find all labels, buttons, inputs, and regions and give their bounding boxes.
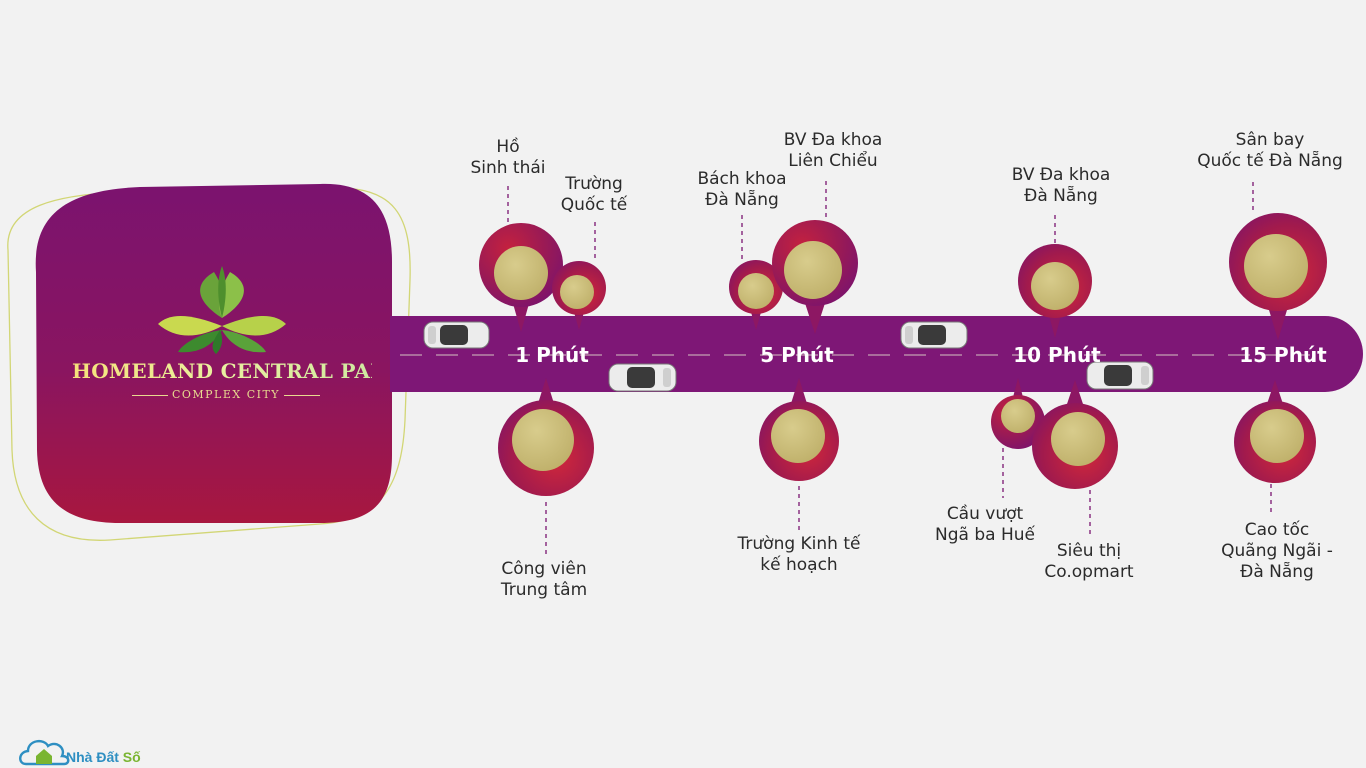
timeline-10-minutes: 10 Phút (1013, 343, 1101, 367)
pin-cong-vien (498, 378, 594, 496)
label-truong-kinh-te: Trường Kinh tế kế hoạch (737, 534, 861, 575)
house-cloud-icon (19, 739, 70, 766)
pin-bv-da-nang (1018, 244, 1092, 338)
brand-card (7, 183, 411, 541)
pin-san-bay (1229, 213, 1327, 340)
label-san-bay: Sân bay Quốc tế Đà Nẵng (1197, 130, 1343, 171)
car-icon (423, 321, 490, 349)
label-bv-da-nang: BV Đa khoa Đà Nẵng (1011, 165, 1111, 206)
pin-cao-toc (1234, 380, 1316, 483)
label-sieu-thi: Siêu thị Co.opmart (1044, 541, 1134, 582)
brand-title: HOMELAND CENTRAL PARK (72, 359, 405, 383)
pin-ho-sinh-thai (479, 223, 563, 332)
pin-sieu-thi (1032, 380, 1118, 489)
car-icon (1086, 361, 1154, 390)
timeline-1-minute: 1 Phút (515, 343, 589, 367)
pin-bv-lien-chieu (772, 220, 858, 334)
label-ho-sinh-thai: Hồ Sinh thái (470, 137, 546, 178)
car-icon (608, 363, 677, 392)
pin-truong-kinh-te (759, 378, 839, 481)
label-cao-toc: Cao tốc Quãng Ngãi - Đà Nẵng (1221, 520, 1333, 582)
car-icon (900, 321, 968, 349)
label-bv-lien-chieu: BV Đa khoa Liên Chiểu (783, 130, 883, 171)
brand-subtitle: COMPLEX CITY (132, 388, 320, 401)
leader-lines (507, 181, 1272, 556)
label-cau-vuot: Cầu vượt Ngã ba Huế (935, 504, 1035, 545)
pin-truong-quoc-te (552, 261, 606, 330)
pin-cau-vuot (991, 378, 1045, 449)
watermark-name-accent: Số (122, 749, 141, 765)
watermark-name-main: Nhà Đất (66, 749, 123, 765)
label-cong-vien: Công viên Trung tâm (500, 559, 588, 600)
timeline-15-minutes: 15 Phút (1239, 343, 1327, 367)
leaf-logo-icon (158, 266, 286, 354)
label-bach-khoa: Bách khoa Đà Nẵng (697, 169, 787, 210)
pin-bach-khoa (729, 260, 783, 330)
timeline-5-minutes: 5 Phút (760, 343, 834, 367)
label-truong-quoc-te: Trường Quốc tế (560, 174, 628, 215)
watermark-text: Nhà Đất Số (66, 749, 141, 765)
